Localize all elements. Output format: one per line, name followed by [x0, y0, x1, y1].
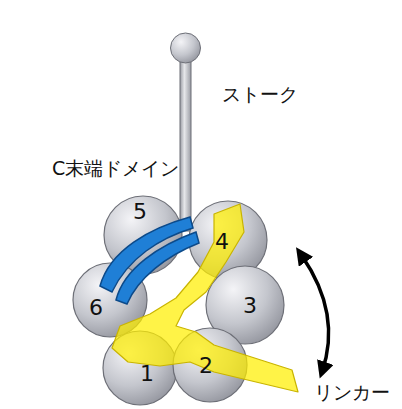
- stalk-rod: [180, 56, 191, 231]
- subunit-number: 2: [199, 355, 213, 377]
- stalk-label: ストーク: [222, 84, 298, 106]
- subunit-number: 1: [140, 363, 154, 385]
- stalk-tip: [171, 33, 201, 63]
- subunit-number: 6: [89, 297, 103, 319]
- subunit-number: 5: [133, 201, 147, 223]
- swing-arrow: [302, 256, 329, 372]
- linker-label: リンカー: [314, 382, 390, 404]
- subunit-number: 4: [215, 231, 229, 253]
- c-terminal-domain: [100, 217, 193, 292]
- domain-label: C末端ドメイン: [52, 158, 179, 180]
- subunit-number: 3: [243, 295, 257, 317]
- linker: [112, 204, 298, 392]
